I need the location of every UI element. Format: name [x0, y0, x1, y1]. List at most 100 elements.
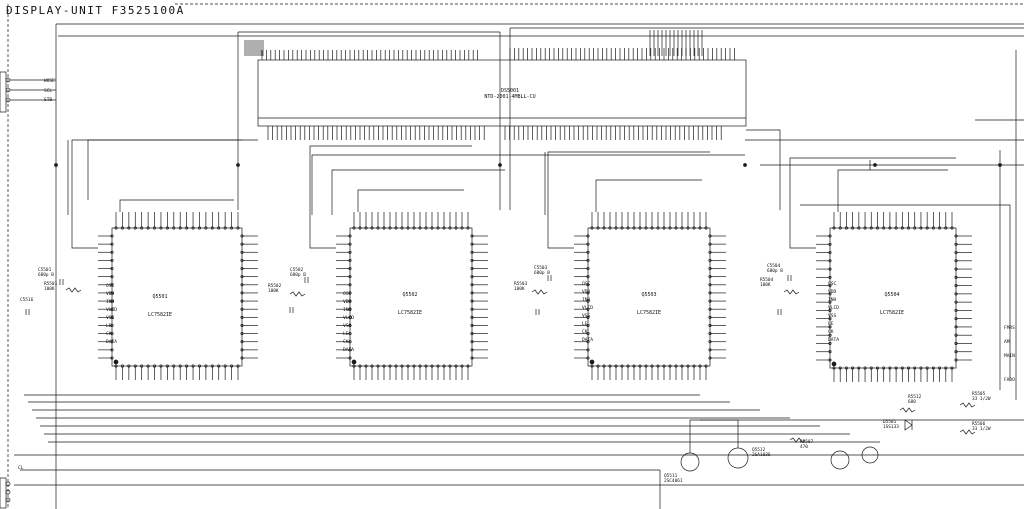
ic-pin: [828, 284, 832, 288]
ic-pin: [348, 258, 352, 262]
wire: [71, 139, 242, 249]
ic-pin: [230, 364, 234, 368]
connector-pin: [5, 97, 11, 103]
ic-pin: [828, 242, 832, 246]
ic-pin: [586, 356, 590, 360]
ic-pin: [146, 364, 150, 368]
wire: [689, 419, 739, 453]
ic-pin: [110, 299, 114, 303]
ic-pin: [460, 364, 464, 368]
ic-pin: [110, 266, 114, 271]
ic-pin: [954, 358, 958, 362]
ic-pin: [240, 234, 244, 238]
ic-pin: [668, 364, 672, 368]
lcd-ref: DS5001: [500, 88, 520, 94]
ic-pin: [240, 275, 244, 279]
ic-pin: [114, 364, 118, 368]
ic-pin: [424, 226, 428, 230]
ic-pin: [894, 226, 898, 230]
ic-pin: [110, 340, 114, 344]
label-r5507: R5507 470: [800, 440, 814, 450]
ic-package: [829, 227, 957, 369]
ic-pin: [882, 226, 886, 230]
ic-pin: [656, 226, 660, 230]
ic-pin: [931, 226, 935, 230]
ic-pin: [240, 348, 244, 352]
wire: [311, 154, 745, 215]
ic-pin: [185, 364, 189, 368]
wire: [309, 145, 472, 249]
wire: [595, 179, 702, 212]
lcd-part: NTD-2001-4MBLL-CU: [484, 94, 536, 100]
junction: [998, 163, 1002, 167]
pin-vss: VSS: [343, 324, 352, 329]
ic-pin: [110, 356, 114, 360]
pin-le: LE: [343, 332, 349, 337]
ic-pin: [875, 226, 880, 230]
ic-pin: [470, 283, 474, 287]
ic2-label: Q5502 LC7582IE: [390, 280, 430, 322]
ic-pin: [110, 242, 114, 246]
ic-pin: [586, 332, 590, 336]
ic-pin: [863, 226, 867, 230]
ic-pin: [470, 332, 474, 336]
pin-vss: VSS: [106, 316, 115, 321]
pin-ck: CK: [106, 332, 112, 337]
ic-pin: [178, 364, 182, 368]
ic-pin: [954, 250, 958, 255]
ic-pin: [454, 364, 458, 368]
pin-osc: OSC: [828, 282, 837, 287]
ic-pin: [954, 284, 958, 288]
pin-vlcd: VLCD: [106, 308, 118, 313]
connector-pin: [5, 87, 11, 93]
ic-pin: [900, 226, 904, 230]
ic-pin: [586, 250, 590, 254]
ic1-label: Q5501 LC7582IE: [140, 282, 180, 324]
pin-vdd: VDD: [582, 290, 591, 295]
ic-pin: [240, 299, 244, 303]
wire: [547, 151, 710, 249]
ic1-ref: Q5501: [152, 294, 168, 300]
ic-pin: [954, 325, 958, 329]
junction: [743, 163, 747, 167]
ic-pin: [348, 291, 352, 295]
ic-pin: [586, 348, 590, 352]
ic-pin: [400, 226, 404, 230]
ic-pin: [388, 226, 392, 230]
ic-pin: [602, 364, 606, 368]
ic-pin: [708, 348, 712, 352]
ic-pin: [240, 283, 244, 287]
ic-pin: [358, 364, 362, 368]
ic-pin: [828, 267, 832, 271]
ic-pin: [674, 226, 678, 230]
ic-pin: [348, 234, 352, 238]
ic-pin: [698, 226, 702, 230]
ic-pin: [223, 226, 227, 230]
ic-pin: [430, 364, 434, 368]
ic-pin: [110, 234, 114, 238]
wire: [789, 157, 956, 249]
ic-pin: [470, 323, 474, 328]
ic-pin: [376, 226, 380, 230]
ic-pin: [954, 259, 958, 263]
ic4-part: LC7582IE: [879, 310, 905, 316]
ic-pin: [400, 364, 404, 368]
ic-pin: [436, 364, 440, 368]
right-fmrs: FMRS: [1004, 326, 1015, 331]
ic-pin: [662, 226, 666, 230]
ic2-ref: Q5502: [402, 292, 418, 298]
ic-pin: [938, 366, 942, 370]
ic-pin: [913, 366, 917, 370]
ic-pin: [470, 315, 474, 319]
ic-pin: [704, 364, 708, 368]
ic-pin: [602, 226, 606, 230]
ic-pin: [240, 250, 244, 254]
ic-pin: [352, 364, 356, 368]
ic-pin: [869, 366, 873, 370]
ic4-label: Q5504 LC7582IE: [872, 280, 912, 322]
ic-pin: [931, 366, 935, 370]
pin-inh: INH: [582, 298, 591, 303]
ic-pin: [954, 234, 958, 238]
ic-pin: [223, 364, 227, 368]
